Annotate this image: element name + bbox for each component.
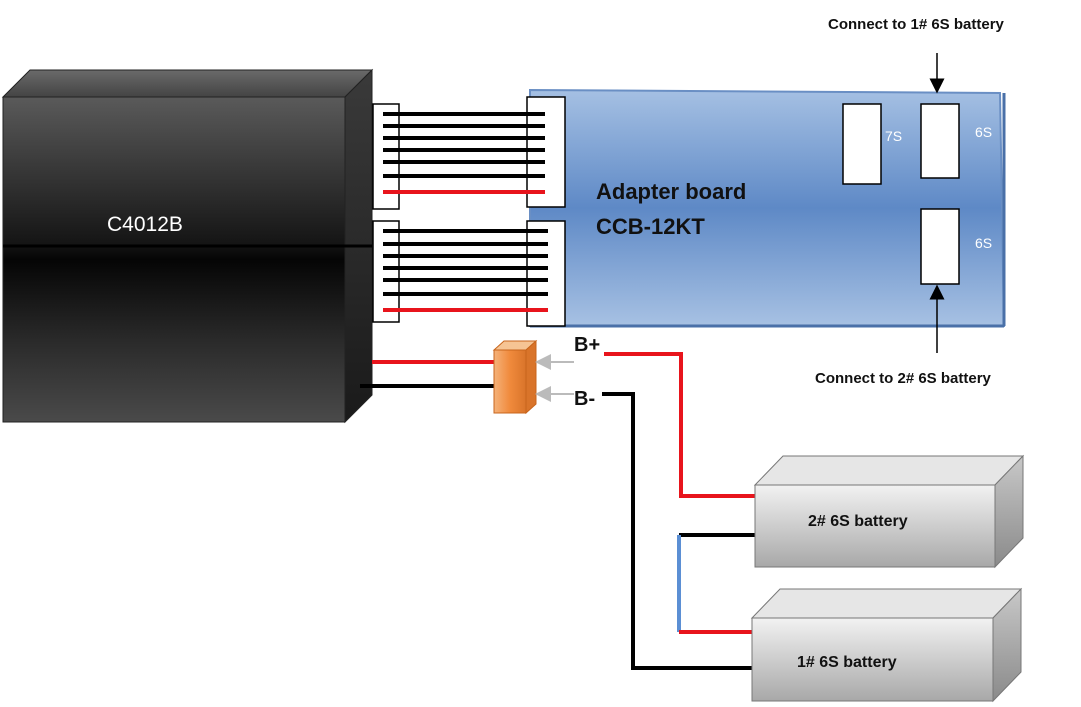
battery-1 xyxy=(750,587,1023,703)
annotation-connect-1: Connect to 1# 6S battery xyxy=(828,16,1005,33)
port-7s-label: 7S xyxy=(885,128,902,144)
battery-2 xyxy=(753,454,1025,569)
adapter-board-title: Adapter board xyxy=(596,179,746,204)
adapter-board-model: CCB-12KT xyxy=(596,214,705,239)
port-7s xyxy=(842,103,882,185)
terminal-b-minus: B- xyxy=(574,388,595,410)
balance-wires-top xyxy=(383,112,545,194)
wire-b-plus xyxy=(604,352,755,498)
charger-box xyxy=(1,68,374,424)
charger-balance-connector-bottom xyxy=(372,220,400,323)
port-6s-bottom xyxy=(920,208,960,285)
charger-label: C4012B xyxy=(107,213,183,236)
power-connector xyxy=(492,339,538,415)
terminal-b-plus: B+ xyxy=(574,334,600,356)
battery-1-label: 1# 6S battery xyxy=(797,654,897,671)
battery-2-label: 2# 6S battery xyxy=(808,513,908,530)
port-6s-top-label: 6S xyxy=(975,124,992,140)
adapter-board xyxy=(529,88,1006,328)
annotation-connect-2: Connect to 2# 6S battery xyxy=(815,370,992,387)
wire-b-minus xyxy=(602,392,755,670)
port-6s-bottom-label: 6S xyxy=(975,235,992,251)
port-6s-top xyxy=(920,103,960,179)
balance-wires-bottom xyxy=(383,229,548,312)
